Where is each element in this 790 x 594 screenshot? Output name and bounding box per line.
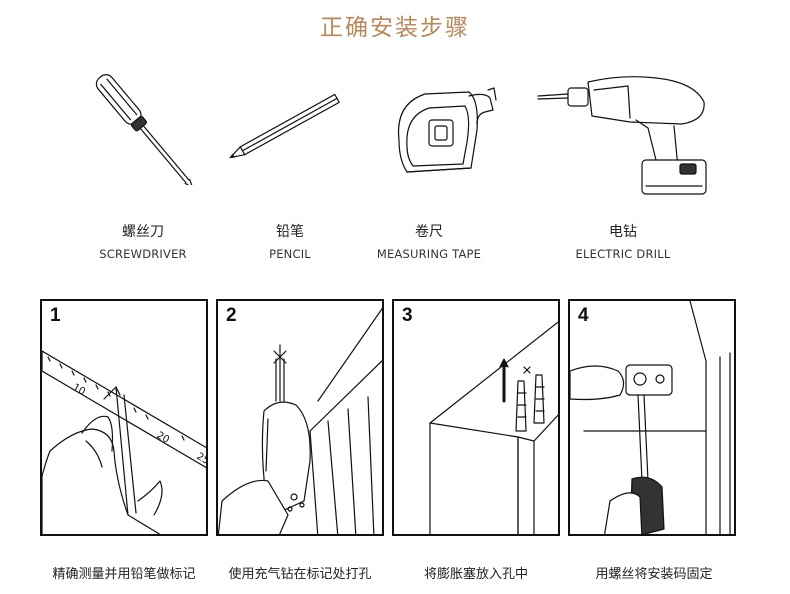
tool-label-screwdriver: 螺丝刀 [122, 224, 164, 240]
pencil-icon [229, 93, 340, 159]
tool-en-label-measuring-tape: MEASURING TAPE [376, 247, 482, 261]
step-caption-4: 用螺丝将安装码固定 [595, 567, 713, 582]
measure-mark-illustration: 10 20 25 [42, 350, 209, 534]
electric-drill-icon [537, 76, 707, 195]
measuring-tape-icon [397, 87, 497, 173]
tool-en-label-electric-drill: ELECTRIC DRILL [575, 247, 671, 261]
tool-label-electric-drill: 电钻 [609, 224, 637, 240]
tool-measuring-tape [347, 80, 527, 180]
tool-en-label-screwdriver: SCREWDRIVER [99, 247, 187, 261]
step-number: 1 [50, 305, 61, 326]
step-panel-1: 1 10 20 25 [40, 299, 208, 536]
step-panel-2: 2 [216, 299, 384, 536]
tool-screwdriver [53, 70, 233, 185]
page-title: 正确安装步骤 [320, 15, 470, 41]
tool-pencil [200, 85, 380, 165]
tool-electric-drill [530, 60, 710, 205]
step-number: 3 [402, 305, 413, 326]
tool-label-measuring-tape: 卷尺 [415, 224, 443, 240]
step-caption-3: 将膨胀塞放入孔中 [423, 567, 528, 582]
step-panel-4: 4 [568, 299, 736, 536]
step-caption-2: 使用充气钻在标记处打孔 [228, 567, 372, 582]
step-number: 2 [226, 305, 237, 326]
ruler-label-25: 25 [195, 451, 209, 467]
step-number: 4 [578, 305, 589, 326]
step-caption-1: 精确测量并用铅笔做标记 [52, 567, 196, 582]
tool-en-label-pencil: PENCIL [269, 247, 311, 261]
anchor-insert-illustration [429, 321, 558, 534]
screwdriver-icon [95, 74, 194, 185]
step-panel-3: 3 [392, 299, 560, 536]
drill-hole-illustration [218, 307, 382, 534]
screw-fix-illustration [570, 301, 731, 534]
tool-label-pencil: 铅笔 [276, 224, 304, 240]
